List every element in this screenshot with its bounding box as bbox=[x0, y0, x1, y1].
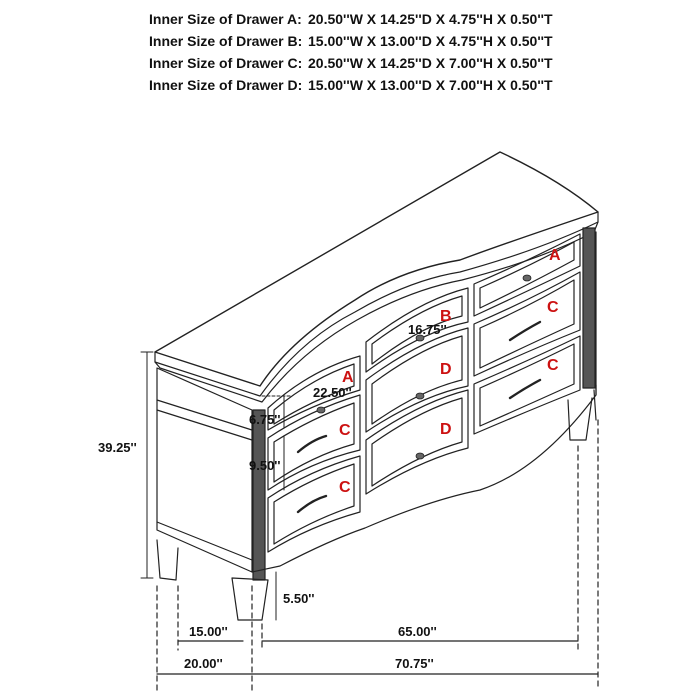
drawer-label-b: B bbox=[440, 308, 452, 325]
drawer-d-2-inner bbox=[371, 397, 463, 487]
knob-icons bbox=[316, 274, 532, 460]
dim-leg-height: 5.50'' bbox=[283, 591, 315, 606]
drawer-label-c-right-2: C bbox=[547, 357, 559, 374]
spec-value: 15.00''W X 13.00''D X 7.00''H X 0.50''T bbox=[308, 77, 553, 93]
drawer-a-left bbox=[267, 355, 361, 431]
drawer-b bbox=[365, 287, 469, 373]
handle-icon bbox=[296, 434, 328, 454]
drawer-c-right-2 bbox=[473, 335, 581, 435]
handle-icon bbox=[508, 378, 542, 400]
handle-icon bbox=[508, 320, 542, 342]
spec-line-b: Inner Size of Drawer B: 15.00''W X 13.00… bbox=[149, 30, 669, 52]
handle-icon bbox=[296, 494, 328, 514]
knob-icon bbox=[316, 406, 326, 414]
side-base bbox=[156, 521, 253, 561]
spec-label: Inner Size of Drawer B: bbox=[149, 33, 303, 49]
front-base bbox=[251, 384, 597, 573]
drawer-label-c-left-1: C bbox=[339, 422, 351, 439]
dim-drawer-heights-lines bbox=[261, 395, 293, 491]
leg-back-left bbox=[156, 539, 179, 581]
handle-icons bbox=[296, 320, 542, 514]
drawer-c-left-1 bbox=[267, 394, 361, 491]
spec-line-c: Inner Size of Drawer C: 20.50''W X 14.25… bbox=[149, 52, 669, 74]
dim-side-depth-inner: 15.00'' bbox=[189, 624, 228, 639]
leg-front-left bbox=[231, 577, 269, 621]
spec-label: Inner Size of Drawer D: bbox=[149, 77, 303, 93]
drawer-label-a-left: A bbox=[342, 369, 354, 386]
drawer-label-c-right-1: C bbox=[547, 299, 559, 316]
drawer-label-d-2: D bbox=[440, 421, 452, 438]
dim-bottom-arrows bbox=[156, 640, 599, 675]
knob-icon bbox=[415, 334, 425, 342]
drawer-label-c-left-2: C bbox=[339, 479, 351, 496]
dim-height-total-lines bbox=[140, 351, 154, 579]
knob-icon bbox=[415, 392, 425, 400]
leg-front-right bbox=[567, 397, 593, 441]
dresser-top bbox=[154, 151, 599, 387]
right-trim bbox=[582, 227, 596, 389]
spec-value: 20.50''W X 14.25''D X 7.00''H X 0.50''T bbox=[308, 55, 553, 71]
dim-drawer-b-width: 16.75'' bbox=[408, 322, 447, 337]
drawer-c-left-2-inner bbox=[273, 463, 355, 545]
drawer-specs: Inner Size of Drawer A: 20.50''W X 14.25… bbox=[149, 8, 669, 96]
leg-back-right bbox=[593, 389, 597, 421]
drawer-d-2 bbox=[365, 389, 469, 495]
spec-value: 15.00''W X 13.00''D X 4.75''H X 0.50''T bbox=[308, 33, 553, 49]
dim-front-width-inner: 65.00'' bbox=[398, 624, 437, 639]
drawer-d-1-inner bbox=[371, 335, 463, 425]
drawer-label-d-1: D bbox=[440, 361, 452, 378]
dim-height-total: 39.25'' bbox=[98, 440, 137, 455]
dim-drawer-c-height: 9.50'' bbox=[249, 458, 281, 473]
drawer-label-a-right: A bbox=[549, 247, 561, 264]
drawer-c-left-2 bbox=[267, 455, 361, 553]
drawer-d-1 bbox=[365, 327, 469, 433]
spec-label: Inner Size of Drawer C: bbox=[149, 55, 303, 71]
spec-label: Inner Size of Drawer A: bbox=[149, 11, 302, 27]
drawer-c-right-2-inner bbox=[479, 343, 575, 427]
side-molding bbox=[156, 399, 253, 441]
drawer-c-right-1-inner bbox=[479, 279, 575, 369]
dim-bottom-lines bbox=[156, 419, 599, 691]
drawer-a-right-inner bbox=[479, 241, 575, 309]
top-edge bbox=[154, 211, 599, 397]
spec-line-a: Inner Size of Drawer A: 20.50''W X 14.25… bbox=[149, 8, 669, 30]
dim-drawer-a-width: 22.50'' bbox=[313, 385, 352, 400]
dim-side-depth-outer: 20.00'' bbox=[184, 656, 223, 671]
drawer-c-right-1 bbox=[473, 271, 581, 377]
spec-line-d: Inner Size of Drawer D: 15.00''W X 13.00… bbox=[149, 74, 669, 96]
top-lip bbox=[154, 221, 599, 403]
left-trim bbox=[252, 409, 266, 581]
dim-drawer-a-height: 6.75'' bbox=[249, 412, 281, 427]
drawer-c-left-1-inner bbox=[273, 402, 355, 483]
knob-icon bbox=[522, 274, 532, 282]
knob-icon bbox=[415, 452, 425, 460]
spec-value: 20.50''W X 14.25''D X 4.75''H X 0.50''T bbox=[308, 11, 553, 27]
dim-front-width-outer: 70.75'' bbox=[395, 656, 434, 671]
drawer-a-right bbox=[473, 233, 581, 317]
drawer-b-inner bbox=[371, 295, 463, 365]
drawer-a-left-inner bbox=[273, 363, 355, 425]
